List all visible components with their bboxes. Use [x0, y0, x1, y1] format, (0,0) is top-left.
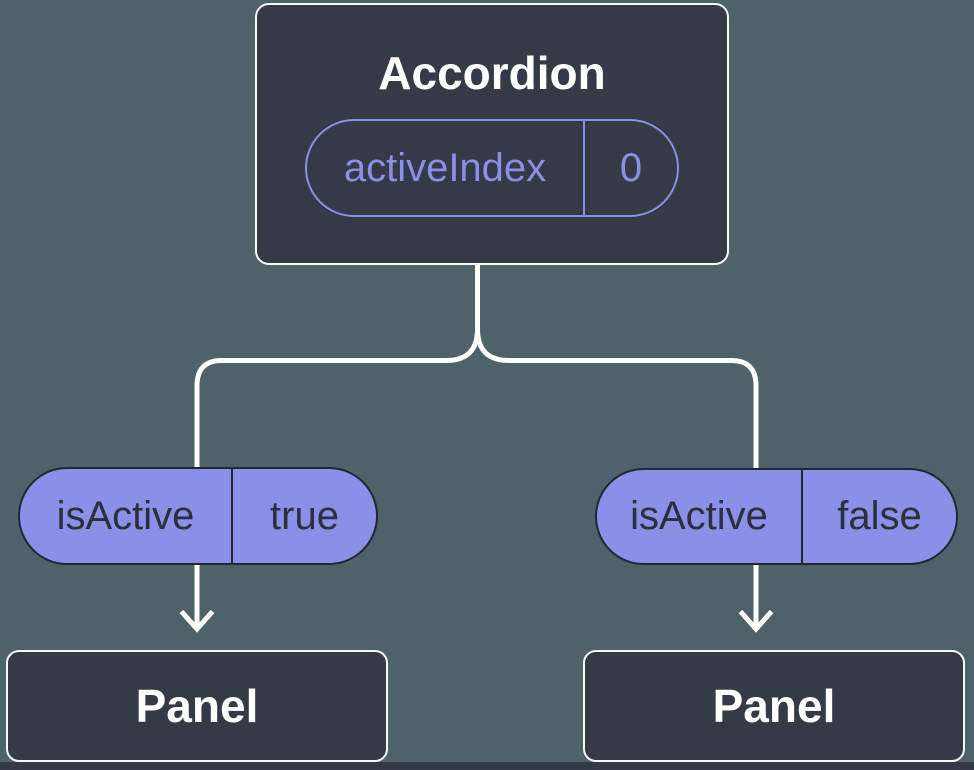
child-panel-node-right: Panel: [583, 650, 965, 762]
root-component-title: Accordion: [378, 47, 606, 99]
bottom-edge-strip: [0, 762, 974, 770]
state-name-label: activeIndex: [343, 145, 547, 190]
prop-name-label: isActive: [630, 494, 768, 538]
state-pill: activeIndex 0: [305, 119, 679, 217]
panel-title: Panel: [712, 680, 836, 732]
child-panel-node-left: Panel: [6, 650, 388, 762]
connector-right-branch: [475, 264, 759, 628]
root-component-node: Accordion activeIndex 0: [255, 3, 729, 265]
panel-title: Panel: [135, 680, 259, 732]
prop-name-label: isActive: [56, 493, 195, 538]
prop-pill-left: isActive true: [18, 467, 378, 565]
prop-value-label: true: [231, 469, 376, 563]
arrowhead-down-right-icon: [738, 609, 774, 633]
arrowhead-down-left-icon: [179, 609, 215, 633]
prop-value-label: false: [801, 470, 956, 563]
connector-left-branch: [194, 264, 480, 628]
state-value-label: 0: [583, 121, 677, 215]
prop-pill-right: isActive false: [595, 468, 958, 565]
